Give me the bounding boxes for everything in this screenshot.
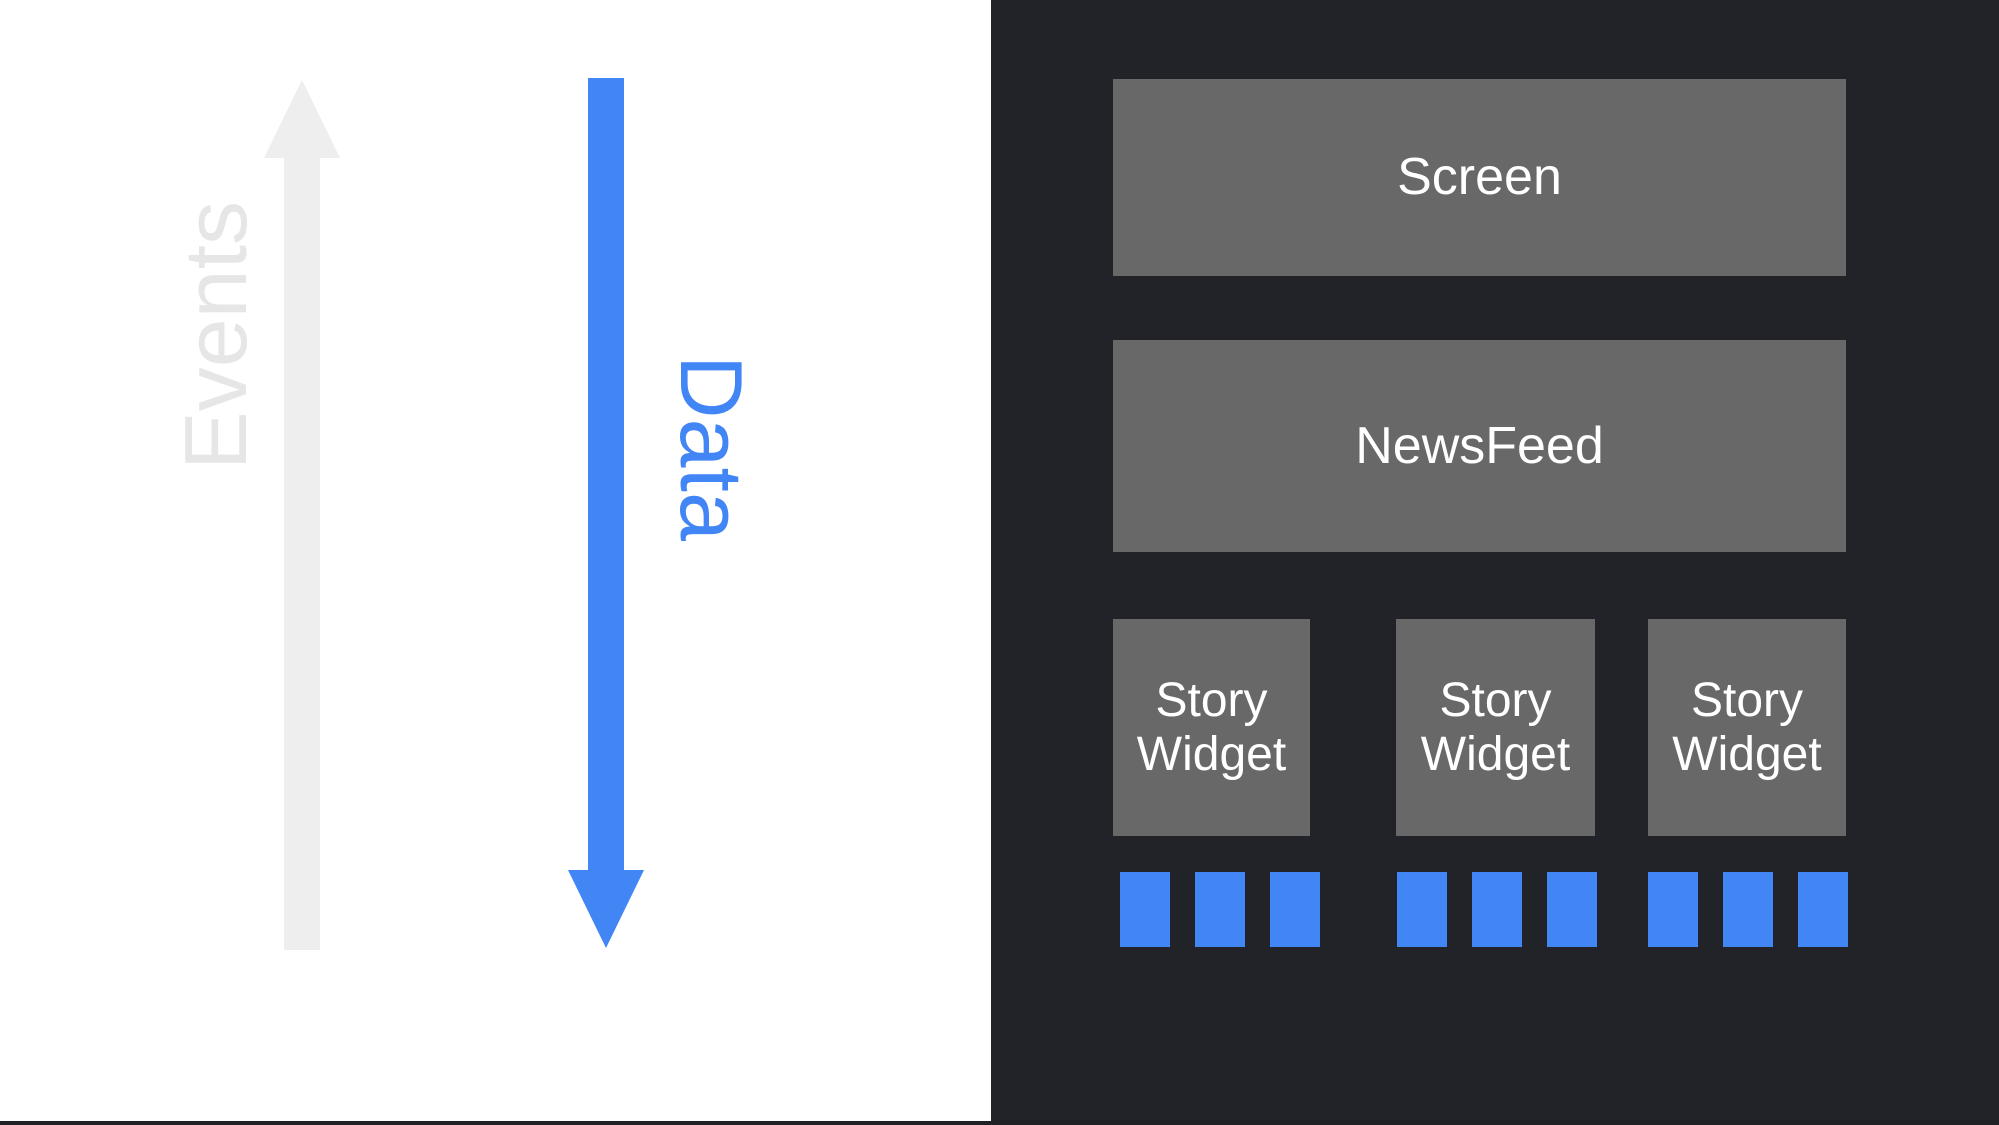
- leaf-node[interactable]: [1547, 872, 1597, 947]
- leaf-node-group: [1648, 872, 1848, 947]
- leaf-node-group: [1397, 872, 1597, 947]
- leaf-node[interactable]: [1472, 872, 1522, 947]
- node-story-widget-label: Story Widget: [1136, 673, 1287, 781]
- data-flow-label: Data: [662, 355, 761, 541]
- leaf-node[interactable]: [1723, 872, 1773, 947]
- leaf-node[interactable]: [1798, 872, 1848, 947]
- leaf-node[interactable]: [1195, 872, 1245, 947]
- node-newsfeed[interactable]: NewsFeed: [1113, 340, 1846, 552]
- leaf-node-group: [1120, 872, 1320, 947]
- component-tree-panel: Screen NewsFeed Story Widget Story Widge…: [991, 0, 1999, 1121]
- data-arrow-icon: [568, 78, 644, 948]
- leaf-node[interactable]: [1120, 872, 1170, 947]
- node-story-widget[interactable]: Story Widget: [1113, 619, 1310, 836]
- node-story-widget[interactable]: Story Widget: [1396, 619, 1595, 836]
- node-screen[interactable]: Screen: [1113, 79, 1846, 276]
- leaf-node[interactable]: [1270, 872, 1320, 947]
- events-flow-label: Events: [166, 200, 265, 470]
- events-arrow-icon: [264, 80, 340, 950]
- node-story-widget-label: Story Widget: [1672, 673, 1822, 781]
- flow-legend-panel: Events Data: [0, 0, 991, 1121]
- leaf-node[interactable]: [1397, 872, 1447, 947]
- node-screen-label: Screen: [1397, 148, 1562, 207]
- node-story-widget[interactable]: Story Widget: [1648, 619, 1846, 836]
- node-story-widget-label: Story Widget: [1420, 673, 1571, 781]
- leaf-node[interactable]: [1648, 872, 1698, 947]
- node-newsfeed-label: NewsFeed: [1355, 416, 1604, 475]
